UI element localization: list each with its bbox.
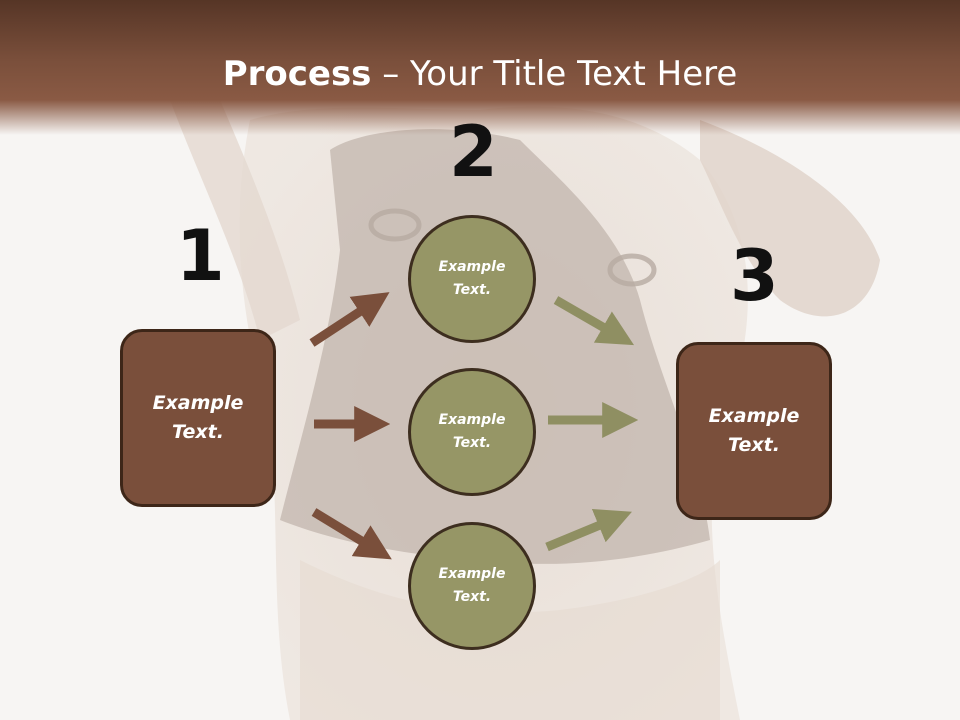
arrow-box1-to-circle-bottom <box>311 508 392 560</box>
step-number-1: 1 <box>176 215 225 297</box>
step-3-box: Example Text. <box>676 342 832 520</box>
circle-top: Example Text. <box>408 215 536 343</box>
circle-bottom-label: Example Text. <box>438 566 506 605</box>
title-bold: Process <box>222 54 372 94</box>
page-title: Process – Your Title Text Here <box>0 52 960 96</box>
circle-top-label: Example Text. <box>438 259 506 298</box>
step-number-3: 3 <box>730 235 779 317</box>
title-rest: – Your Title Text Here <box>371 54 738 94</box>
arrow-circle-bottom-to-box3 <box>545 508 632 552</box>
step-1-box-label: Example Text. <box>152 392 244 443</box>
step-1-box: Example Text. <box>120 329 276 507</box>
title-bar <box>0 0 960 135</box>
arrow-circle-top-to-box3 <box>553 296 635 346</box>
circle-middle-label: Example Text. <box>438 412 506 451</box>
arrow-box1-to-circle-top <box>309 292 390 347</box>
step-3-box-label: Example Text. <box>708 405 800 456</box>
circle-middle: Example Text. <box>408 368 536 496</box>
circle-bottom: Example Text. <box>408 522 536 650</box>
step-number-2: 2 <box>449 111 498 193</box>
